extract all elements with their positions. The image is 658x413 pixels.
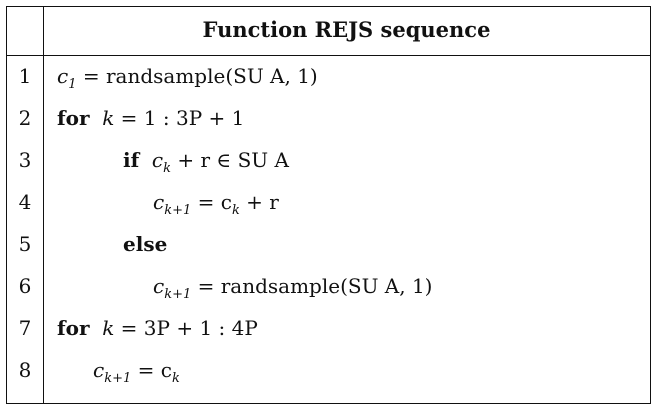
code-line: c1 = randsample(SU A, 1): [57, 64, 318, 92]
line-number-separator: [43, 7, 44, 403]
code-line: ck+1 = randsample(SU A, 1): [153, 274, 433, 302]
line-number: 8: [18, 358, 32, 382]
line-number: 1: [18, 64, 32, 88]
keyword: else: [123, 232, 168, 256]
keyword: for: [57, 316, 90, 340]
keyword: for: [57, 106, 90, 130]
code-line: else: [123, 223, 167, 265]
line-number: 4: [18, 190, 32, 214]
code-line: for k = 3P + 1 : 4P: [57, 316, 258, 340]
code-line: ck+1 = ck + r: [153, 190, 279, 218]
keyword: if: [123, 148, 140, 172]
table-row: 4 ck+1 = ck + r: [7, 181, 650, 223]
table-row: 7 for k = 3P + 1 : 4P: [7, 307, 650, 349]
header-divider: [7, 55, 650, 56]
line-number: 6: [18, 274, 32, 298]
table-row: 1 c1 = randsample(SU A, 1): [7, 55, 650, 97]
table-row: 3 if ck + r ∈ SU A: [7, 139, 650, 181]
table-row: 6 ck+1 = randsample(SU A, 1): [7, 265, 650, 307]
code-line: if ck + r ∈ SU A: [123, 148, 289, 176]
algorithm-table: Function REJS sequence 1 c1 = randsample…: [6, 6, 651, 404]
line-number: 7: [18, 316, 32, 340]
algorithm-title: Function REJS sequence: [202, 17, 491, 42]
code-line: for k = 1 : 3P + 1: [57, 106, 245, 130]
table-row: 2 for k = 1 : 3P + 1: [7, 97, 650, 139]
table-row: 8 ck+1 = ck: [7, 349, 650, 391]
line-number: 3: [18, 148, 32, 172]
code-line: ck+1 = ck: [93, 358, 180, 386]
line-number: 5: [18, 232, 32, 256]
line-number: 2: [18, 106, 32, 130]
table-row: 5 else: [7, 223, 650, 265]
